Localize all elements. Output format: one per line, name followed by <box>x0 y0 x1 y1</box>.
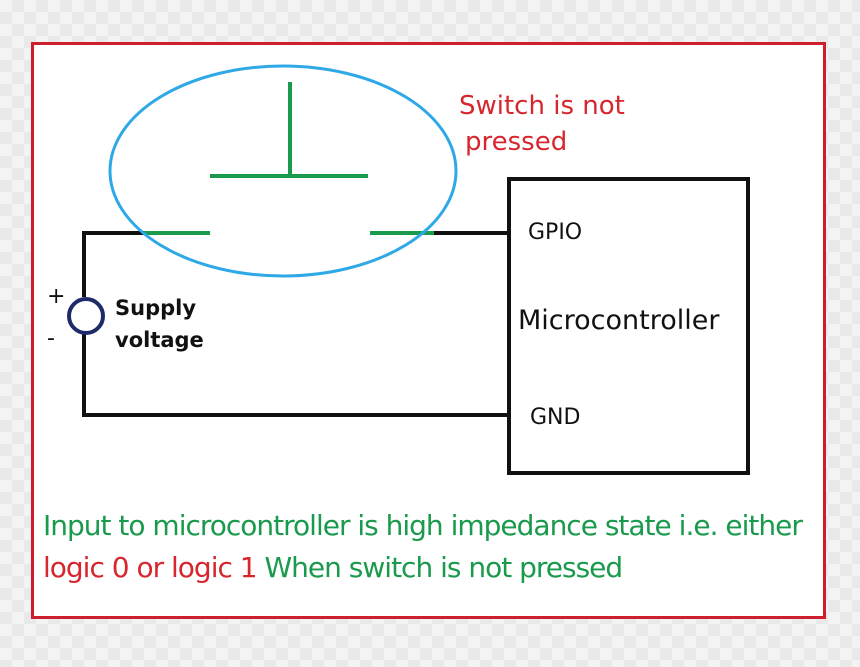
microcontroller-box <box>507 177 750 475</box>
supply-voltage-label: Supply voltage <box>115 292 225 356</box>
supply-voltage-symbol <box>67 297 105 335</box>
switch-state-note-line2: pressed <box>465 127 568 157</box>
supply-voltage-label-line1: Supply <box>115 296 197 320</box>
supply-voltage-label-line2: voltage <box>115 328 204 352</box>
gpio-pin-label: GPIO <box>528 220 583 245</box>
wire-bottom <box>82 334 508 417</box>
caption-part-1: Input to microcontroller is high impedan… <box>43 509 803 542</box>
caption-part-3: When switch is not pressed <box>256 551 623 584</box>
switch-state-note: Switch is not pressed <box>459 88 659 160</box>
wire-top-left <box>82 231 144 297</box>
caption-part-2-logic: logic 0 or logic 1 <box>43 551 258 584</box>
microcontroller-label: Microcontroller <box>518 305 720 336</box>
switch-state-note-line1: Switch is not <box>459 91 625 121</box>
supply-plus-sign: + <box>47 284 66 309</box>
caption: Input to microcontroller is high impedan… <box>43 505 823 589</box>
gnd-pin-label: GND <box>530 405 581 430</box>
supply-minus-sign: - <box>47 326 55 351</box>
switch-highlight-ellipse <box>108 64 458 278</box>
